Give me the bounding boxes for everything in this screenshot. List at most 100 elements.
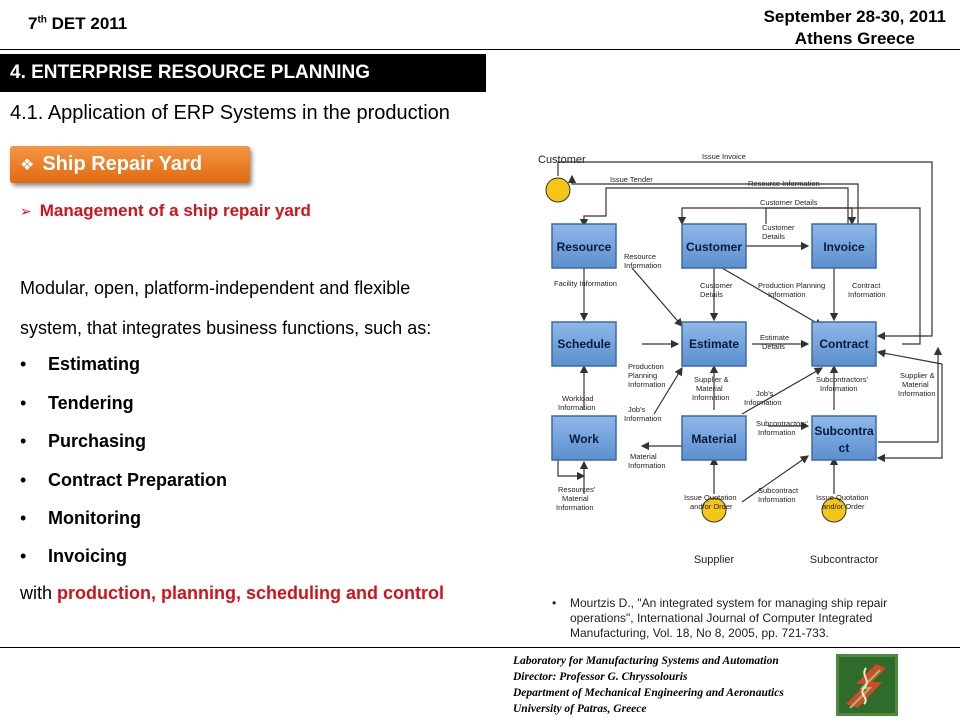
customer-box-label: Customer — [686, 240, 742, 254]
flow-label: Issue Quotation — [816, 493, 869, 502]
flow-label: Subcontractors' — [816, 375, 868, 384]
subcontract-box-label-1: Subcontra — [814, 424, 874, 438]
customer-actor-icon — [545, 177, 571, 203]
material-box — [681, 415, 747, 461]
flow-label: Subcontract — [758, 486, 799, 495]
conference-date-location: September 28-30, 2011 Athens Greece — [764, 6, 946, 50]
flow-label: Material — [902, 380, 929, 389]
flow-label: Information — [558, 403, 596, 412]
flow-label: Facility Information — [554, 279, 617, 288]
flow-label: and/or Order — [822, 502, 865, 511]
invoice-box — [811, 223, 877, 269]
list-item: •Invoicing — [20, 546, 128, 566]
list-item: •Purchasing — [20, 431, 147, 451]
topic-button-label: Ship Repair Yard — [42, 153, 203, 175]
flow-label: Information — [758, 495, 796, 504]
resource-box — [551, 223, 617, 269]
conference-date: September 28-30, 2011 — [763, 7, 946, 26]
closing-statement: with production, planning, scheduling an… — [20, 583, 444, 604]
flow-label: Resource — [624, 252, 656, 261]
flow-label: Issue Tender — [610, 175, 653, 184]
flow-label: Information — [628, 380, 666, 389]
flow-label: Details — [762, 342, 785, 351]
list-item-label: Estimating — [48, 354, 141, 374]
subcontract-box — [811, 415, 877, 461]
flow-label: Material — [562, 494, 589, 503]
flow-label: Information — [692, 393, 730, 402]
conference-number: 7 — [28, 14, 38, 33]
flow-label: Production — [628, 362, 664, 371]
flow-label: and/or Order — [690, 502, 733, 511]
footer-line: Laboratory for Manufacturing Systems and… — [513, 655, 779, 667]
flow-label: Information — [624, 261, 662, 270]
section-title: 4. ENTERPRISE RESOURCE PLANNING — [0, 54, 486, 92]
conference-ordinal: th — [37, 14, 47, 26]
flow-label: Information — [820, 384, 858, 393]
subsection-title: 4.1. Application of ERP Systems in the p… — [10, 102, 450, 124]
conference-location: Athens Greece — [794, 29, 915, 48]
supplier-actor-label: Supplier — [694, 554, 735, 566]
contract-box — [811, 321, 877, 367]
flow-label: Details — [762, 232, 785, 241]
header-divider — [0, 49, 960, 50]
flow-label: Information — [556, 503, 594, 512]
citation-bullet: • — [552, 596, 557, 610]
footer-divider — [0, 647, 960, 648]
arrow-bullet-icon: ➢ — [20, 203, 32, 219]
flow-label: Resource Information — [748, 179, 820, 188]
flow-label: Customer — [762, 223, 795, 232]
list-item: •Monitoring — [20, 508, 141, 528]
list-item: •Contract Preparation — [20, 470, 228, 490]
flow-label: Customer — [700, 281, 733, 290]
flow-label: Subcontractors' — [756, 419, 808, 428]
flow-label: Material — [696, 384, 723, 393]
topic-button[interactable]: ❖Ship Repair Yard — [10, 146, 250, 183]
customer-box — [681, 223, 747, 269]
footer-affiliation: Laboratory for Manufacturing Systems and… — [513, 653, 784, 717]
flow-label: Information — [628, 461, 666, 470]
customer-actor-label: Customer — [538, 154, 586, 166]
flow-label: Information — [624, 414, 662, 423]
closing-highlight: production, planning, scheduling and con… — [57, 583, 444, 603]
flow-label: Information — [744, 398, 782, 407]
citation: • Mourtzis D., "An integrated system for… — [552, 596, 947, 641]
description-line-2: system, that integrates business functio… — [20, 318, 432, 338]
description-line-1: Modular, open, platform-independent and … — [20, 278, 411, 298]
schedule-box-label: Schedule — [557, 337, 611, 351]
flow-label: Supplier & — [694, 375, 729, 384]
flow-label: Details — [700, 290, 723, 299]
subcontractor-actor-label: Subcontractor — [810, 554, 879, 566]
footer-line: Director: Professor G. Chryssolouris — [513, 671, 688, 683]
flow-label: Material — [630, 452, 657, 461]
conference-name: DET 2011 — [51, 14, 128, 33]
lms-logo-icon — [836, 654, 898, 716]
erp-flow-diagram: Resource Customer Invoice Schedule Estim… — [538, 152, 943, 566]
flow-label: Resources' — [558, 485, 596, 494]
list-item: •Estimating — [20, 354, 141, 374]
invoice-box-label: Invoice — [823, 240, 865, 254]
supplier-actor-icon — [701, 497, 727, 523]
flow-label: Contract — [852, 281, 881, 290]
flow-label: Estimate — [760, 333, 789, 342]
subcontractor-actor-icon — [821, 497, 847, 523]
footer-line: University of Patras, Greece — [513, 703, 647, 715]
list-item: •Tendering — [20, 393, 134, 413]
schedule-box — [551, 321, 617, 367]
highlight-item-label: Management of a ship repair yard — [39, 201, 311, 220]
footer-line: Department of Mechanical Engineering and… — [513, 687, 784, 699]
flow-label: Workload — [562, 394, 594, 403]
flow-label: Information — [758, 428, 796, 437]
list-item-label: Monitoring — [48, 508, 141, 528]
work-box — [551, 415, 617, 461]
contract-box-label: Contract — [819, 337, 868, 351]
subcontract-box-label-2: ct — [839, 441, 850, 455]
flow-label: Production Planning — [758, 281, 825, 290]
flow-label: Job's — [628, 405, 646, 414]
estimate-box-label: Estimate — [689, 337, 739, 351]
list-item-label: Tendering — [48, 393, 134, 413]
citation-text: Mourtzis D., "An integrated system for m… — [570, 596, 888, 640]
flow-label: Supplier & — [900, 371, 935, 380]
estimate-box — [681, 321, 747, 367]
work-box-label: Work — [569, 432, 599, 446]
flow-label: Planning — [628, 371, 657, 380]
